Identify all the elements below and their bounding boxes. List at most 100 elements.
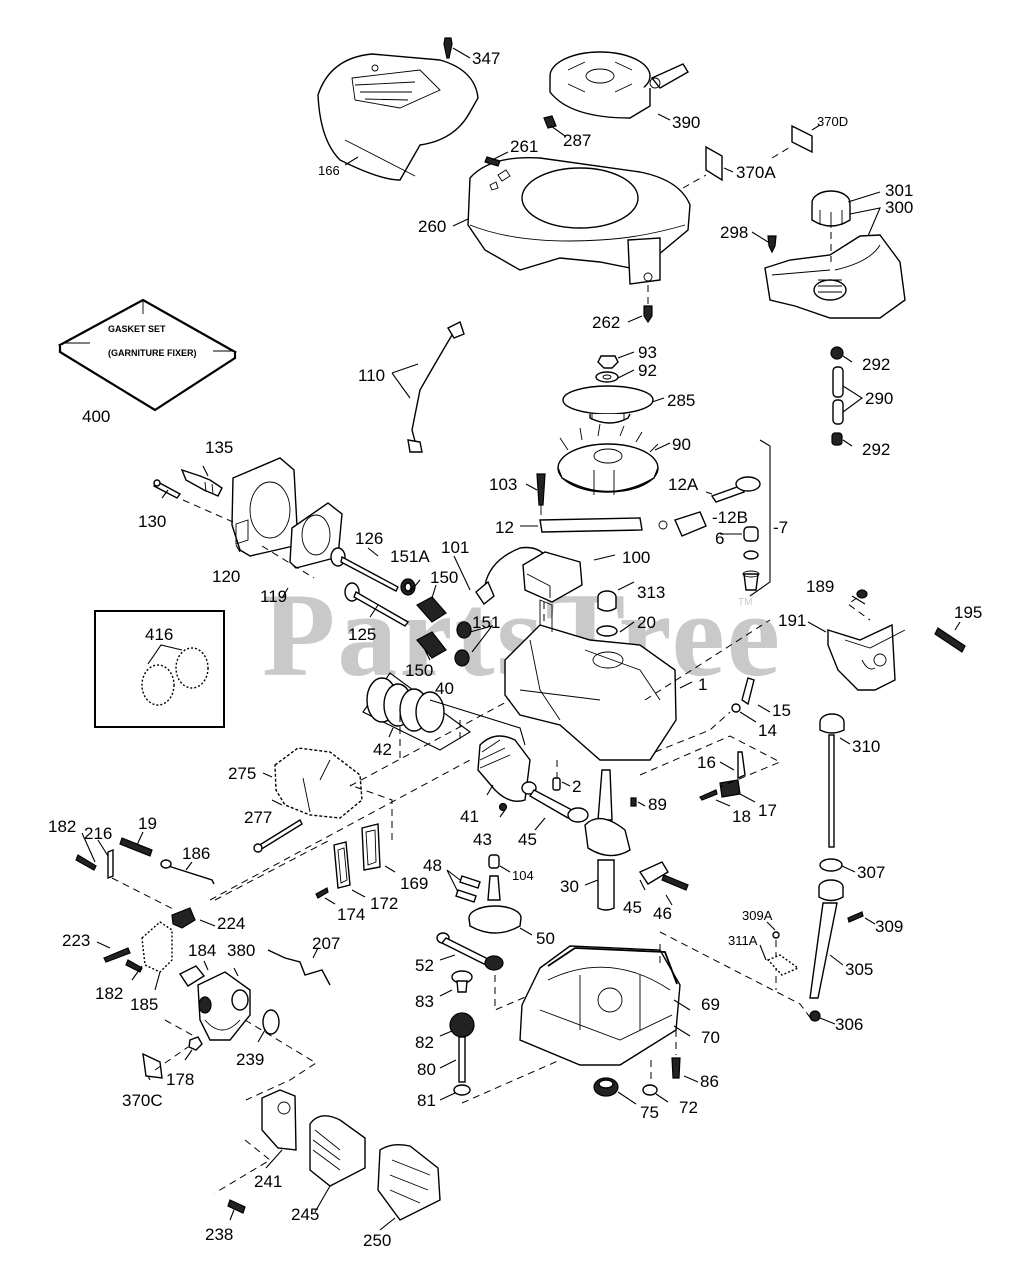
label-239[interactable]: 239: [236, 1050, 264, 1069]
label-14[interactable]: 14: [758, 721, 777, 740]
part-151A-valve-seal[interactable]: [400, 578, 416, 596]
part-309-screw[interactable]: [847, 911, 864, 923]
part-216-link[interactable]: [107, 848, 114, 880]
label-310[interactable]: 310: [852, 737, 880, 756]
label-69[interactable]: 69: [701, 995, 720, 1014]
part-169-exhaust-gasket[interactable]: [361, 823, 381, 871]
label-89[interactable]: 89: [648, 795, 667, 814]
part-207-choke-link[interactable]: [267, 949, 331, 986]
part-239-seal[interactable]: [262, 1009, 280, 1035]
label-172[interactable]: 172: [370, 894, 398, 913]
part-6-governor-parts[interactable]: [742, 526, 760, 591]
part-14-washer[interactable]: [731, 703, 741, 713]
inset-box-416[interactable]: 416: [94, 610, 225, 728]
label-305[interactable]: 305: [845, 960, 873, 979]
label-292-lower[interactable]: 292: [862, 440, 890, 459]
label-241[interactable]: 241: [254, 1172, 282, 1191]
part-80-shaft[interactable]: [458, 1036, 466, 1083]
label-30[interactable]: 30: [560, 877, 579, 896]
label-101[interactable]: 101: [441, 538, 469, 557]
label-250[interactable]: 250: [363, 1231, 391, 1250]
part-189-screw[interactable]: [847, 589, 871, 621]
label-104[interactable]: 104: [512, 868, 534, 883]
label-275[interactable]: 275: [228, 764, 256, 783]
part-46-rod-bolt[interactable]: [661, 874, 689, 891]
part-41-piston[interactable]: [477, 735, 531, 802]
part-15-breather-tube[interactable]: [741, 677, 755, 706]
label-301[interactable]: 301: [885, 181, 913, 200]
label-103[interactable]: 103: [489, 475, 517, 494]
part-110-breather-tube[interactable]: [407, 321, 465, 453]
part-292-clamp-lower[interactable]: [831, 432, 843, 446]
label-7[interactable]: -7: [773, 518, 788, 537]
label-186[interactable]: 186: [182, 844, 210, 863]
label-119[interactable]: 119: [260, 587, 287, 606]
part-89-key[interactable]: [630, 797, 637, 807]
part-2-dowel-pin[interactable]: [552, 777, 561, 791]
part-12A-air-vane[interactable]: [710, 476, 761, 503]
label-307[interactable]: 307: [857, 863, 885, 882]
part-81-washer[interactable]: [453, 1084, 471, 1096]
label-306[interactable]: 306: [835, 1015, 863, 1034]
label-18[interactable]: 18: [732, 807, 751, 826]
part-287-screw[interactable]: [543, 115, 557, 129]
part-182-screw-upper[interactable]: [75, 854, 97, 871]
label-80[interactable]: 80: [417, 1060, 436, 1079]
part-43-wrist-pin-clip[interactable]: [498, 802, 508, 812]
part-301-fuel-cap[interactable]: [811, 190, 851, 262]
part-30-crankshaft[interactable]: [584, 769, 631, 911]
part-285-starter-cup[interactable]: [562, 385, 654, 424]
label-150-upper[interactable]: 150: [430, 568, 458, 587]
label-46[interactable]: 46: [653, 904, 672, 923]
part-185-intake-elbow[interactable]: [141, 921, 173, 973]
part-186-throttle-link[interactable]: [160, 859, 215, 885]
label-48[interactable]: 48: [423, 856, 442, 875]
part-90-flywheel[interactable]: [557, 423, 659, 495]
label-1[interactable]: 1: [698, 675, 707, 694]
label-50[interactable]: 50: [536, 929, 555, 948]
part-260-blower-housing[interactable]: [467, 156, 691, 285]
part-300-fuel-tank[interactable]: [764, 234, 906, 319]
label-223[interactable]: 223: [62, 931, 90, 950]
part-20-seal[interactable]: [596, 625, 618, 637]
part-262-screw[interactable]: [643, 285, 653, 324]
part-150-valve-spring-upper[interactable]: [416, 596, 447, 623]
part-311A-bracket[interactable]: [766, 954, 800, 976]
label-245[interactable]: 245: [291, 1205, 319, 1224]
label-2[interactable]: 2: [572, 777, 581, 796]
label-12B[interactable]: -12B: [712, 508, 748, 527]
part-104-plug[interactable]: [488, 854, 500, 869]
label-43[interactable]: 43: [473, 830, 492, 849]
part-172-intake-gasket[interactable]: [333, 841, 351, 889]
label-83[interactable]: 83: [415, 992, 434, 1011]
part-16-governor-lever[interactable]: [737, 751, 746, 780]
part-313-valve-cover-plug[interactable]: [597, 590, 617, 612]
part-82-gear[interactable]: [449, 1012, 475, 1038]
part-306-seal[interactable]: [809, 1010, 821, 1022]
label-19[interactable]: 19: [138, 814, 157, 833]
part-45-connecting-rod[interactable]: [521, 781, 589, 823]
label-285[interactable]: 285: [667, 391, 695, 410]
part-310-dipstick[interactable]: [819, 713, 845, 848]
part-75-oil-seal[interactable]: [593, 1077, 619, 1097]
part-174-screw[interactable]: [315, 887, 329, 899]
part-72-plug[interactable]: [642, 1060, 658, 1096]
part-305-dipstick-tube[interactable]: [809, 879, 844, 999]
label-86[interactable]: 86: [700, 1072, 719, 1091]
part-100-ignition-module[interactable]: [522, 551, 583, 630]
label-238[interactable]: 238: [205, 1225, 233, 1244]
label-309A[interactable]: 309A: [742, 908, 773, 923]
part-12-air-vane-link[interactable]: [539, 517, 643, 533]
label-16[interactable]: 16: [697, 753, 716, 772]
part-370D-decal[interactable]: [791, 124, 813, 154]
label-292-upper[interactable]: 292: [862, 355, 890, 374]
part-241-air-filter-base[interactable]: [261, 1089, 297, 1151]
label-52[interactable]: 52: [415, 956, 434, 975]
label-100[interactable]: 100: [622, 548, 650, 567]
label-174[interactable]: 174: [337, 905, 365, 924]
label-178[interactable]: 178: [166, 1070, 194, 1089]
part-275-muffler[interactable]: [274, 747, 363, 819]
part-347-screw[interactable]: [443, 37, 453, 59]
part-307-o-ring[interactable]: [819, 858, 843, 872]
part-380-carburetor[interactable]: [197, 971, 251, 1041]
